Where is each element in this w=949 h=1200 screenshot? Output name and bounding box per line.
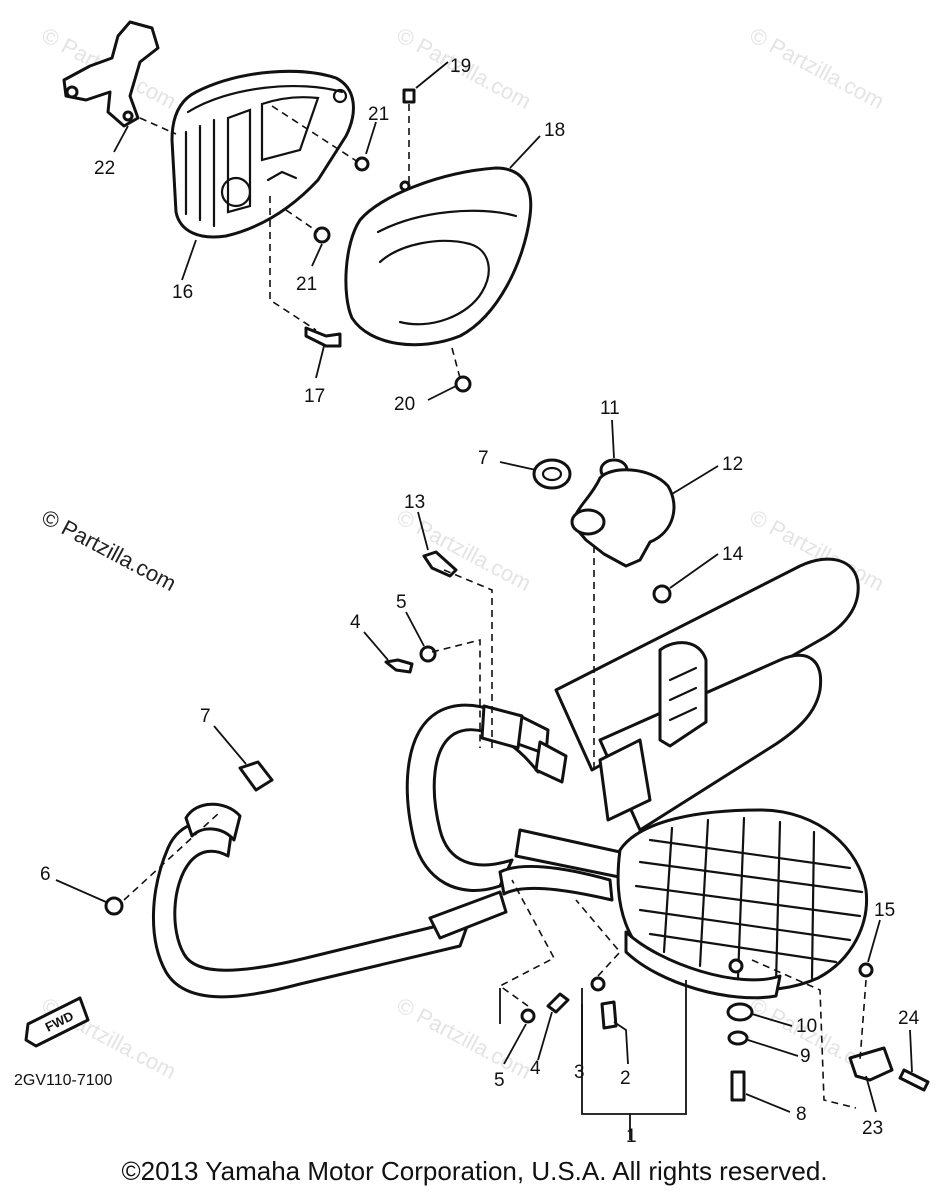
callout-21: 21 [296,274,317,295]
washer-part-10 [726,1002,754,1022]
callout-4: 4 [530,1058,541,1079]
watermark: © Partzilla.com [38,992,181,1084]
callout-17: 17 [304,386,325,407]
muffler-lower [598,653,823,832]
bracket-hole [65,85,79,99]
callout-1: 1 [626,1126,637,1147]
exhaust-pipe-loop [405,703,562,892]
grommet-part-21 [354,156,370,172]
callout-7: 7 [478,448,489,469]
callout-11: 11 [600,398,620,419]
nut-part-6 [104,896,124,916]
callout-5: 5 [396,592,407,613]
pipe-clamp [534,740,568,784]
bracket-hole [122,110,134,122]
screw-part-19 [402,88,416,104]
pipe-joint [428,890,508,940]
callout-21: 21 [368,104,389,125]
muffler-joint [598,738,652,822]
copyright-footer: ©2013 Yamaha Motor Corporation, U.S.A. A… [121,1156,828,1186]
callout-12: 12 [722,454,743,475]
pipe-clamp [480,704,524,750]
callout-18: 18 [544,120,565,141]
callout-19: 19 [450,56,471,77]
bolt-part-2 [600,1000,618,1030]
washer-part-9 [727,1030,749,1046]
screw-part-20 [454,375,472,393]
callout-3: 3 [574,1062,585,1083]
watermark: © Partzilla.com [746,22,889,114]
nut-part-5 [520,1008,536,1024]
callout-9: 9 [800,1046,811,1067]
crossover-pipe [498,864,614,902]
air-cleaner-cover-part-18 [344,166,533,347]
gasket-part-7 [238,760,274,792]
callout-10: 10 [796,1016,817,1037]
watermark-dark: © Partzilla.com [38,504,181,596]
bolt-part-24 [898,1068,930,1092]
joint-assembly [532,458,676,604]
watermark: © Partzilla.com [393,992,536,1084]
bolt-part-8 [730,1070,746,1102]
callout-14: 14 [722,544,744,565]
bolt-part-13 [422,550,458,578]
callout-23: 23 [862,1118,883,1139]
bolt-part-4 [546,992,570,1014]
bolt-part-17 [304,326,342,348]
callout-22: 22 [94,158,115,179]
nut-part-5 [419,645,437,663]
callout-7: 7 [200,706,211,727]
callout-13: 13 [404,492,425,513]
callout-5: 5 [494,1070,505,1091]
callout-8: 8 [796,1104,807,1125]
callout-20: 20 [394,394,415,415]
callout-15: 15 [874,900,895,921]
leader-lines [55,61,913,1113]
hardware [104,550,930,1102]
callout-24: 24 [898,1008,920,1029]
callouts: 19 18 21 21 22 16 17 20 7 11 12 13 14 4 … [40,56,920,1147]
callout-4: 4 [350,612,361,633]
fwd-arrow-icon: FWD [24,996,90,1048]
assembly-lines [123,546,867,1109]
bracket-part-22 [62,20,160,128]
watermark: © Partzilla.com [393,504,536,596]
callout-6: 6 [40,864,51,885]
exhaust-assembly [152,557,869,1000]
air-cleaner-assembly [62,20,533,393]
callout-16: 16 [172,282,193,303]
front-exhaust-pipe [152,820,472,999]
diagram-code: 2GV110-7100 [14,1072,113,1089]
nut-part-14 [652,584,672,604]
grommet-part-21 [313,226,331,244]
bolt-part-4 [384,658,414,674]
washer-part-3 [590,976,606,992]
muffler-base [624,930,782,1000]
grommet-part-15 [858,962,874,978]
callout-2: 2 [620,1068,631,1089]
gasket-part-7 [532,458,572,490]
